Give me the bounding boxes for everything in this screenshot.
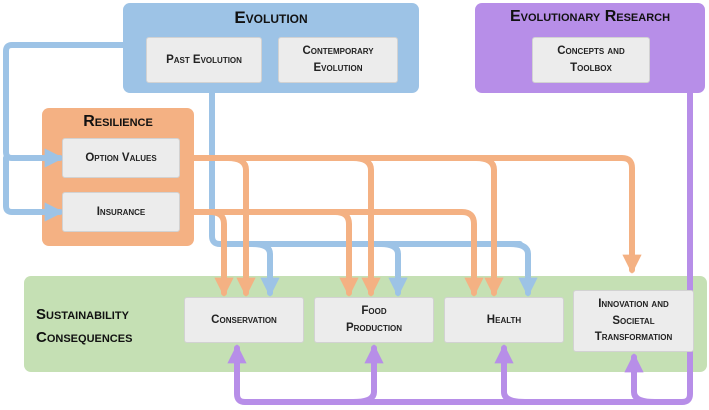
- arrow-evolution-to-health: [507, 241, 538, 297]
- option-values-box: Option Values: [62, 138, 180, 178]
- contemporary-evolution-box: Contemporary Evolution: [278, 37, 398, 83]
- arrow-insurance-trunk: [178, 209, 484, 297]
- past-evolution-box: Past Evolution: [146, 37, 262, 83]
- health-box: Health: [444, 297, 564, 343]
- food-production-box: Food Production: [314, 297, 434, 343]
- arrow-evolution-trunk: [209, 90, 523, 247]
- arrow-research-loop: [227, 90, 693, 405]
- arrow-research-to-food: [350, 344, 384, 405]
- arrow-evolution-to-option-values: [3, 42, 126, 168]
- arrow-insurance-to-food: [332, 209, 359, 297]
- arrow-evolution-to-conservation: [249, 241, 280, 297]
- arrow-option-values-to-food: [350, 155, 381, 297]
- arrow-evolution-to-food: [377, 241, 408, 297]
- sustainability-title: Sustainability Consequences: [36, 306, 133, 346]
- insurance-box: Insurance: [62, 192, 180, 232]
- arrow-evolution-to-insurance: [3, 155, 64, 222]
- arrow-research-to-health: [494, 344, 528, 405]
- arrow-insurance-to-conservation: [207, 209, 234, 297]
- arrow-research-to-innovation: [624, 353, 658, 405]
- arrow-option-values-to-health: [473, 155, 504, 297]
- resilience-title: Resilience: [83, 113, 153, 130]
- evolution-title: Evolution: [234, 8, 308, 27]
- concepts-toolbox-box: Concepts and Toolbox: [532, 37, 650, 83]
- innovation-societal-transformation-box: Innovation and Societal Transformation: [573, 290, 694, 352]
- arrow-option-values-to-conservation: [225, 155, 256, 297]
- conservation-box: Conservation: [184, 297, 304, 343]
- evolutionary-research-title: Evolutionary Research: [509, 8, 671, 25]
- arrow-option-values-trunk: [178, 155, 642, 274]
